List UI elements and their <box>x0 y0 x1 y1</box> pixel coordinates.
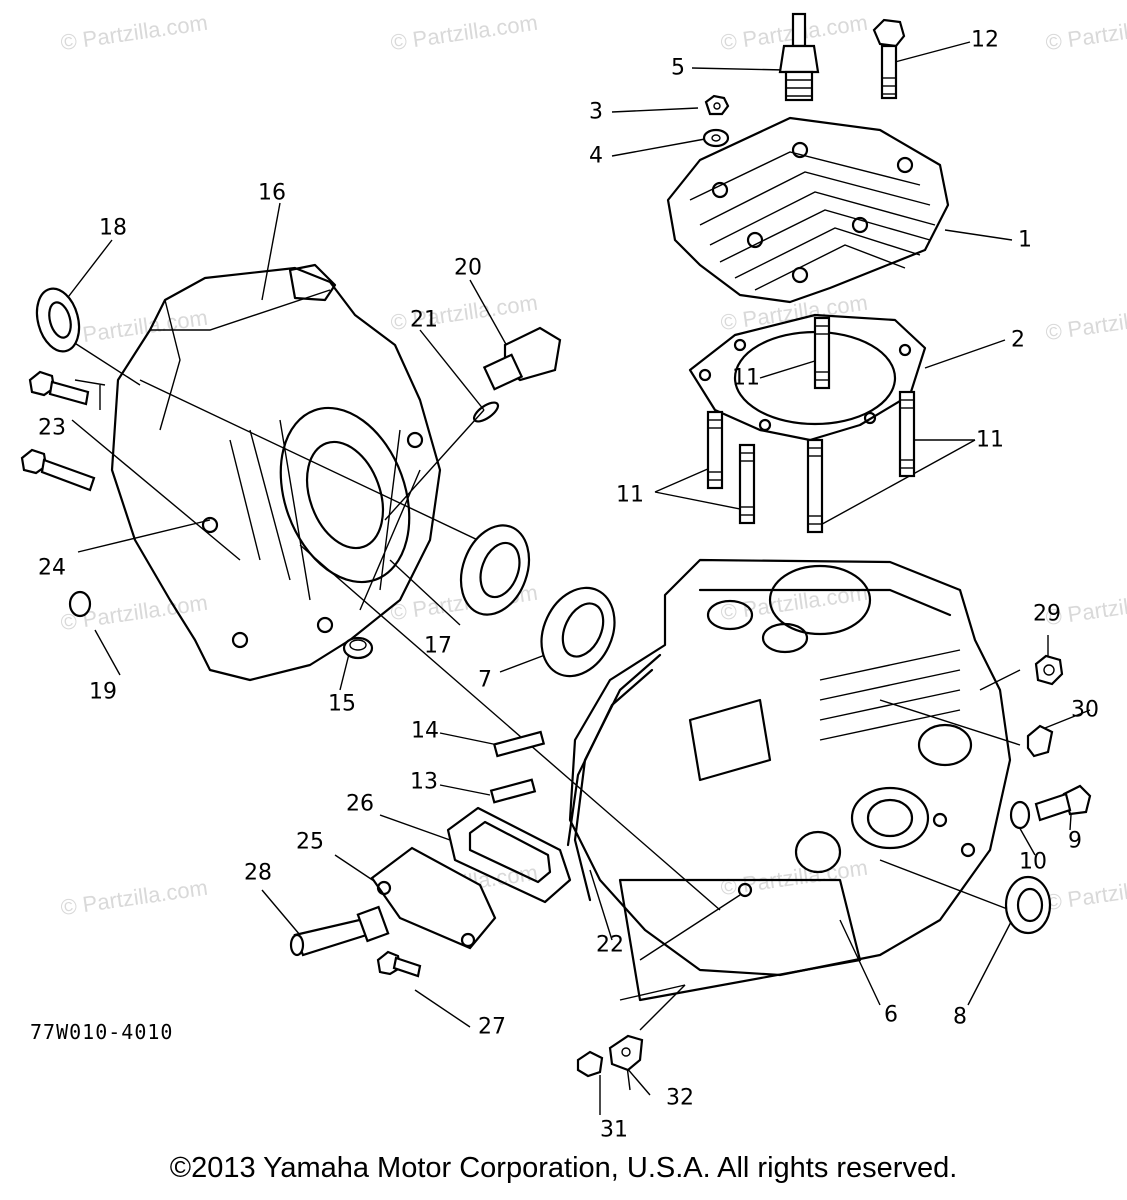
callout-label: 18 <box>99 215 127 241</box>
breather-gasket-part <box>446 806 572 904</box>
callout-label: 7 <box>478 667 492 693</box>
callout-label: 27 <box>478 1014 506 1040</box>
head-bolt-part <box>872 18 906 100</box>
o-ring-part <box>472 401 500 423</box>
callout-label: 28 <box>244 860 272 886</box>
callout-label: 31 <box>600 1117 628 1143</box>
callout-label: 1 <box>1018 227 1032 253</box>
callout-label: 23 <box>38 415 66 441</box>
callout-label: 32 <box>666 1085 694 1111</box>
long-bolt-part <box>20 448 96 492</box>
crankcase-part <box>568 558 1012 1002</box>
callout-label: 10 <box>1019 849 1047 875</box>
callout-label: 6 <box>884 1002 898 1028</box>
washer-part <box>68 590 92 618</box>
washer-part <box>1009 800 1031 830</box>
washer-part <box>702 128 730 148</box>
callout-label: 12 <box>971 27 999 53</box>
stud-part <box>489 730 546 804</box>
callout-label: 17 <box>424 633 452 659</box>
callout-label: 11 <box>616 482 644 508</box>
diagram-code: 77W010-4010 <box>30 1020 174 1044</box>
callout-label: 11 <box>976 427 1004 453</box>
callout-label: 9 <box>1068 828 1082 854</box>
callout-label: 2 <box>1011 327 1025 353</box>
nut-part <box>1034 654 1064 686</box>
stud-bolt-part <box>706 316 916 534</box>
crankcase-cover-part <box>110 263 442 682</box>
callout-label: 25 <box>296 829 324 855</box>
oil-seal-part <box>35 287 81 353</box>
callout-label: 21 <box>410 307 438 333</box>
callout-label: 19 <box>89 679 117 705</box>
callout-label: 4 <box>589 143 603 169</box>
crankcase-gasket-part <box>566 653 662 902</box>
breather-cover-part <box>370 846 497 950</box>
leader-lines <box>61 41 1091 1115</box>
bearing-part <box>540 586 616 678</box>
callout-label: 22 <box>596 932 624 958</box>
bolt-part <box>376 950 422 978</box>
callout-label: 14 <box>411 718 439 744</box>
callout-label: 30 <box>1071 697 1099 723</box>
oil-seal-part <box>1004 875 1052 935</box>
callout-label: 20 <box>454 255 482 281</box>
bolt-part <box>28 370 90 406</box>
nut-part <box>704 94 730 116</box>
oil-plug-part <box>482 326 562 391</box>
cylinder-head-part <box>666 116 950 304</box>
callout-label: 11 <box>732 365 760 391</box>
bearing-part <box>459 524 531 616</box>
callout-label: 8 <box>953 1004 967 1030</box>
callout-label: 5 <box>671 55 685 81</box>
breather-pipe-part <box>289 905 390 957</box>
callout-label: 3 <box>589 99 603 125</box>
bracket-part <box>608 1034 644 1072</box>
copyright-notice: ©2013 Yamaha Motor Corporation, U.S.A. A… <box>169 1152 958 1184</box>
spark-plug-part <box>778 12 820 102</box>
callout-label: 26 <box>346 791 374 817</box>
callout-label: 29 <box>1033 601 1061 627</box>
dowel-pin-part <box>342 636 374 660</box>
callout-label: 15 <box>328 691 356 717</box>
plug-part <box>1026 724 1054 758</box>
callout-label: 24 <box>38 555 66 581</box>
callout-label: 13 <box>410 769 438 795</box>
bolt-part <box>576 1050 604 1078</box>
callout-label: 16 <box>258 180 286 206</box>
head-gasket-part <box>688 313 927 442</box>
drain-bolt-part <box>1034 784 1092 822</box>
